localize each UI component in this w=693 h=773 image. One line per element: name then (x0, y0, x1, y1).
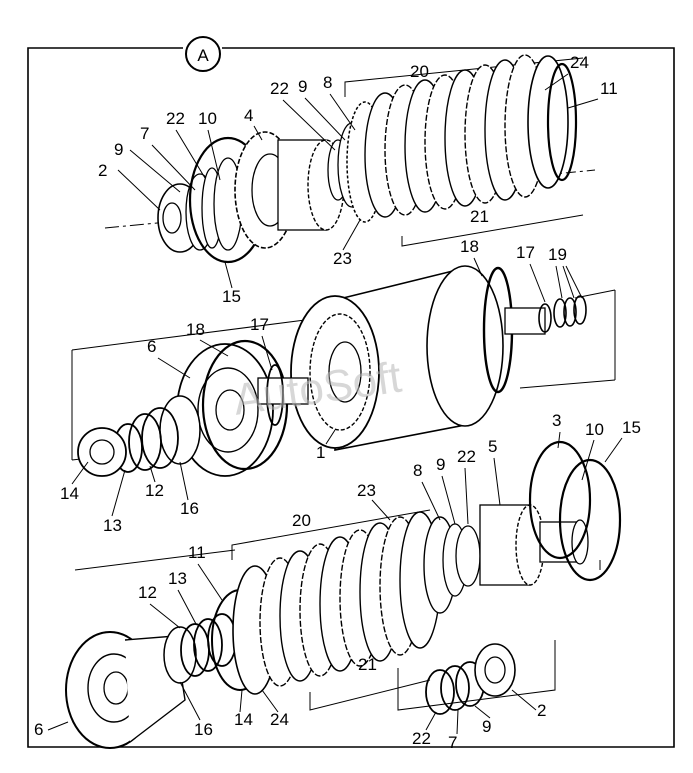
label-2-upper: 2 (98, 161, 107, 180)
label-24-upper: 24 (570, 53, 589, 72)
label-4-upper: 4 (244, 106, 253, 125)
spring-pack-lower (163, 589, 269, 691)
label-14-middle: 14 (60, 484, 79, 503)
label-24-lower: 24 (270, 710, 289, 729)
label-6-middle: 6 (147, 337, 156, 356)
shaft-hub-upper (157, 157, 243, 253)
shaft-rings-right (504, 295, 587, 335)
label-13-lower: 13 (168, 569, 187, 588)
gear-5 (423, 504, 589, 614)
label-12-middle: 12 (145, 481, 164, 500)
label-8-lower: 8 (413, 461, 422, 480)
snap-ring-15-lower (558, 458, 622, 582)
label-22b-upper: 22 (166, 109, 185, 128)
small-hub-lower (425, 643, 516, 715)
label-22b-lower: 22 (412, 729, 431, 748)
label-20-lower: 20 (292, 511, 311, 530)
label-7-upper: 7 (140, 124, 149, 143)
label-11-upper: 11 (600, 79, 618, 98)
label-14-lower: 14 (234, 710, 253, 729)
label-10-upper: 10 (198, 109, 217, 128)
label-9-upper: 9 (298, 77, 307, 96)
gear-4 (234, 131, 345, 249)
panel-badge-text: A (197, 46, 209, 65)
label-22-upper: 22 (270, 79, 289, 98)
label-22-lower: 22 (457, 447, 476, 466)
clutch-pack-upper (364, 54, 578, 218)
label-9b-lower: 9 (482, 717, 491, 736)
frame (27, 47, 675, 748)
label-15-upper: 15 (222, 287, 241, 306)
spring-pack-middle (77, 395, 201, 477)
label-18-middle: 18 (460, 237, 479, 256)
label-16-lower: 16 (194, 720, 213, 739)
label-11-lower: 11 (188, 543, 206, 562)
label-5-lower: 5 (488, 437, 497, 456)
label-15-lower: 15 (622, 418, 641, 437)
clutch-drum-1 (290, 265, 514, 451)
label-9b-upper: 9 (114, 140, 123, 159)
label-17b-middle: 17 (250, 315, 269, 334)
label-23-upper: 23 (333, 249, 352, 268)
label-21-lower: 21 (358, 655, 377, 674)
middle-assembly: 18 17 19 6 18 17 14 13 12 16 1 (60, 237, 616, 535)
label-16-middle: 16 (180, 499, 199, 518)
label-10-lower: 10 (585, 420, 604, 439)
clutch-pack-lower (232, 511, 441, 695)
label-1-middle: 1 (316, 443, 325, 462)
label-19-middle: 19 (548, 245, 567, 264)
label-21-upper: 21 (470, 207, 489, 226)
snap-ring-lower (528, 440, 592, 560)
label-23-lower: 23 (357, 481, 376, 500)
panel-badge: A (185, 36, 221, 72)
label-3-lower: 3 (552, 411, 561, 430)
label-13-middle: 13 (103, 516, 122, 535)
label-2-lower: 2 (537, 701, 546, 720)
upper-assembly: 20 24 11 22 9 8 4 7 22 10 9 2 21 23 15 (98, 53, 618, 306)
label-12-lower: 12 (138, 583, 157, 602)
piston-6-middle (176, 339, 309, 477)
lower-assembly: 3 10 15 8 9 22 5 23 20 11 12 13 6 16 14 … (34, 411, 641, 752)
label-6-lower: 6 (34, 720, 43, 739)
label-7-lower: 7 (448, 733, 457, 752)
label-20-upper: 20 (410, 62, 429, 81)
label-18b-middle: 18 (186, 320, 205, 339)
label-9-lower: 9 (436, 455, 445, 474)
label-8-upper: 8 (323, 73, 332, 92)
label-17-middle: 17 (516, 243, 535, 262)
